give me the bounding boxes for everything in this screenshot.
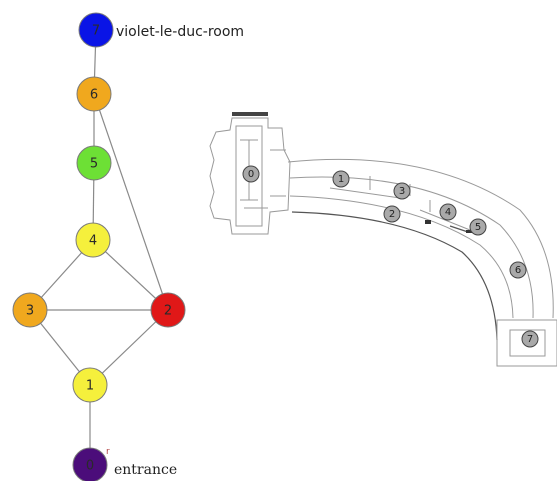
floor-plan-marker-0: 0 bbox=[242, 165, 260, 183]
floor-plan-marker-circle bbox=[521, 330, 539, 348]
floor-plan: 0 1 2 3 4 5 6 7 bbox=[209, 112, 557, 367]
hall-top-bar bbox=[232, 112, 268, 116]
graph-node-5: 5 bbox=[76, 145, 112, 181]
small-mark: r bbox=[106, 447, 110, 457]
graph-nodes: 0 1 2 3 4 5 6 7 bbox=[12, 12, 186, 481]
graph-node-label: 3 bbox=[26, 304, 34, 319]
floor-plan-markers: 0 1 2 3 4 5 6 7 bbox=[242, 165, 539, 348]
entrance-hall-outline bbox=[209, 112, 291, 235]
floor-plan-marker-label: 6 bbox=[515, 265, 521, 276]
floor-plan-marker-4: 4 bbox=[439, 203, 457, 221]
graph-node-circle bbox=[72, 367, 108, 403]
entrance-label: entrance bbox=[114, 462, 177, 478]
floor-plan-marker-circle bbox=[509, 261, 527, 279]
graph-node-circle bbox=[12, 292, 48, 328]
navigation-graph: 0 1 2 3 4 5 6 7 violet-le-duc-room entrance r bbox=[12, 12, 244, 481]
floor-plan-marker-circle bbox=[439, 203, 457, 221]
graph-node-circle bbox=[150, 292, 186, 328]
graph-node-circle bbox=[76, 76, 112, 112]
floor-plan-marker-5: 5 bbox=[469, 218, 487, 236]
graph-node-circle bbox=[78, 12, 114, 48]
floor-plan-marker-6: 6 bbox=[509, 261, 527, 279]
gallery-fixture bbox=[425, 220, 431, 224]
graph-edge-1-2 bbox=[89, 309, 169, 386]
top-room-label: violet-le-duc-room bbox=[116, 24, 244, 40]
graph-node-label: 4 bbox=[89, 234, 97, 249]
graph-node-label: 6 bbox=[90, 88, 98, 103]
graph-node-3: 3 bbox=[12, 292, 48, 328]
graph-node-2: 2 bbox=[150, 292, 186, 328]
graph-node-4: 4 bbox=[75, 222, 111, 258]
floor-plan-marker-circle bbox=[332, 170, 350, 188]
floor-plan-marker-circle bbox=[242, 165, 260, 183]
floor-plan-marker-circle bbox=[393, 182, 411, 200]
graph-node-circle bbox=[76, 145, 112, 181]
floor-plan-marker-7: 7 bbox=[521, 330, 539, 348]
floor-plan-marker-2: 2 bbox=[383, 205, 401, 223]
graph-node-label: 7 bbox=[92, 24, 100, 39]
floor-plan-marker-label: 7 bbox=[527, 334, 533, 345]
floor-plan-marker-circle bbox=[469, 218, 487, 236]
graph-node-circle bbox=[72, 447, 108, 481]
graph-node-1: 1 bbox=[72, 367, 108, 403]
floor-plan-marker-label: 3 bbox=[399, 186, 405, 197]
floor-plan-marker-3: 3 bbox=[393, 182, 411, 200]
graph-node-label: 2 bbox=[164, 304, 172, 319]
curved-gallery-outline bbox=[287, 158, 557, 367]
floor-plan-marker-label: 0 bbox=[248, 169, 254, 180]
floor-plan-marker-label: 5 bbox=[475, 222, 481, 233]
graph-node-label: 5 bbox=[90, 157, 98, 172]
gallery-fixture bbox=[466, 230, 474, 233]
graph-node-6: 6 bbox=[76, 76, 112, 112]
floor-plan-marker-1: 1 bbox=[332, 170, 350, 188]
graph-node-label: 0 bbox=[86, 459, 94, 474]
graph-node-circle bbox=[75, 222, 111, 258]
graph-node-0: 0 bbox=[72, 447, 108, 481]
floor-plan-marker-circle bbox=[383, 205, 401, 223]
graph-edge-6-2 bbox=[93, 93, 169, 311]
floor-plan-marker-label: 1 bbox=[338, 174, 344, 185]
floor-plan-marker-label: 4 bbox=[445, 207, 451, 218]
floor-plan-marker-label: 2 bbox=[389, 209, 395, 220]
graph-node-label: 1 bbox=[86, 379, 94, 394]
graph-node-7: 7 bbox=[78, 12, 114, 48]
